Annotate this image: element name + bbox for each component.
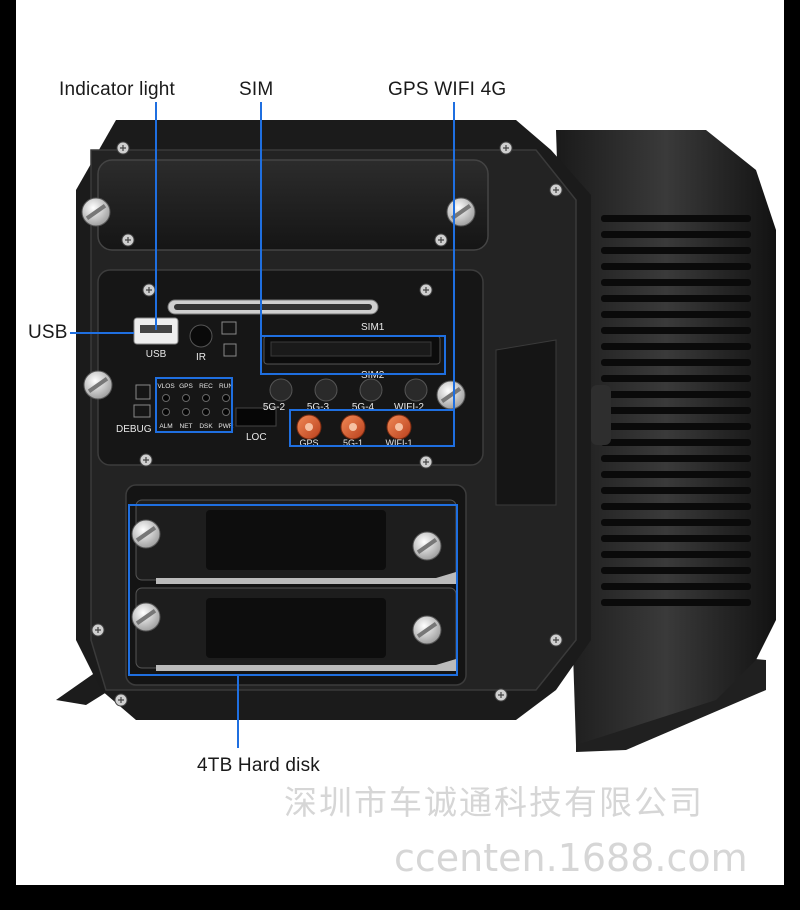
indicator-led <box>222 394 230 402</box>
fin-slot <box>601 551 751 558</box>
indicator-led <box>222 408 230 416</box>
fin-slot <box>601 583 751 590</box>
housing-screws <box>81 141 563 707</box>
usb-silk-label: USB <box>146 349 167 360</box>
ir-receiver <box>189 324 213 348</box>
side-latch <box>495 339 557 506</box>
sim1-silk-label: SIM1 <box>361 322 385 333</box>
sim-highlight-box <box>260 335 446 375</box>
fin-slot <box>601 439 751 446</box>
antenna-connector-pin <box>395 423 403 431</box>
antenna-dust-cap <box>359 378 383 402</box>
antenna-bottom-label: GPS <box>299 438 318 448</box>
fin-slot <box>601 375 751 382</box>
fin-slot <box>601 407 751 414</box>
led-highlight-box <box>155 377 233 433</box>
led-top-label: REC <box>199 383 213 390</box>
fin-slot <box>601 295 751 302</box>
antenna-gold-row <box>296 414 412 440</box>
fin-slot <box>601 391 751 398</box>
led-bottom-label: NET <box>180 423 193 430</box>
antenna-top-label: 5G-2 <box>263 402 286 413</box>
fin-slot <box>601 519 751 526</box>
fin-slot <box>601 599 751 606</box>
led-top-label: RUN <box>219 383 233 390</box>
fin-slot <box>601 231 751 238</box>
hard-disk-highlight-box <box>128 504 458 676</box>
antenna-highlight-box <box>289 409 455 447</box>
led-top-label: GPS <box>179 383 193 390</box>
indicator-led <box>182 408 190 416</box>
antenna-connector-pin <box>305 423 313 431</box>
fin-slot <box>601 279 751 286</box>
fin-slot <box>601 359 751 366</box>
indicator-light-label: Indicator light <box>59 79 176 100</box>
fin-slot <box>601 535 751 542</box>
fin-slot <box>601 343 751 350</box>
usb-label: USB <box>28 322 68 343</box>
antenna-bottom-label: 5G-1 <box>343 438 363 448</box>
company-watermark: 深圳市车诚通科技有限公司 <box>284 783 704 822</box>
led-bottom-label: DSK <box>199 423 213 430</box>
indicator-led <box>162 408 170 416</box>
indicator-led <box>162 394 170 402</box>
antenna-top-label: WIFI-2 <box>394 402 424 413</box>
interface-panel <box>97 269 484 466</box>
antenna-dust-cap <box>314 378 338 402</box>
cooling-fins <box>601 215 751 606</box>
led-top-label: VLOS <box>157 383 175 390</box>
fin-slot <box>601 455 751 462</box>
loc-silk-label: LOC <box>246 432 267 443</box>
sim2-silk-label: SIM2 <box>361 370 385 381</box>
antenna-top-label: 5G-3 <box>307 402 330 413</box>
antenna-bottom-label: WIFI-1 <box>386 438 413 448</box>
antenna-top-label: 5G-4 <box>352 402 375 413</box>
fin-slot <box>601 487 751 494</box>
debug-silk-label: DEBUG <box>116 424 152 435</box>
product-photo-panel: USB IR DEBUG LOC SIM1 SIM2 VLOS GPS REC RUN… <box>16 0 784 885</box>
antenna-connector-pin <box>349 423 357 431</box>
fin-slot <box>601 423 751 430</box>
indicator-led <box>202 408 210 416</box>
hard-disk-label: 4TB Hard disk <box>197 755 320 776</box>
fin-slot <box>601 567 751 574</box>
indicator-led-grid <box>162 394 230 416</box>
led-bottom-label: PWR <box>218 423 233 430</box>
gps-wifi-4g-label: GPS WIFI 4G <box>388 79 507 100</box>
led-silk-labels: VLOS GPS REC RUN ALM NET DSK PWR <box>157 383 234 430</box>
fin-slot <box>601 311 751 318</box>
loc-port <box>235 407 277 427</box>
ir-silk-label: IR <box>196 352 206 363</box>
site-watermark: ccenten.1688.com <box>394 836 748 880</box>
fin-slot <box>601 503 751 510</box>
antenna-cap-row <box>269 378 428 402</box>
fin-slot <box>601 327 751 334</box>
antenna-dust-cap <box>269 378 293 402</box>
fin-slot <box>601 215 751 222</box>
sim-label: SIM <box>239 79 274 100</box>
antenna-dust-cap <box>404 378 428 402</box>
fin-slot <box>601 263 751 270</box>
fin-slot <box>601 471 751 478</box>
mdvr-device-illustration: USB IR DEBUG LOC SIM1 SIM2 VLOS GPS REC RUN… <box>56 102 776 752</box>
fin-slot <box>601 247 751 254</box>
indicator-led <box>182 394 190 402</box>
indicator-led <box>202 394 210 402</box>
led-bottom-label: ALM <box>159 423 172 430</box>
